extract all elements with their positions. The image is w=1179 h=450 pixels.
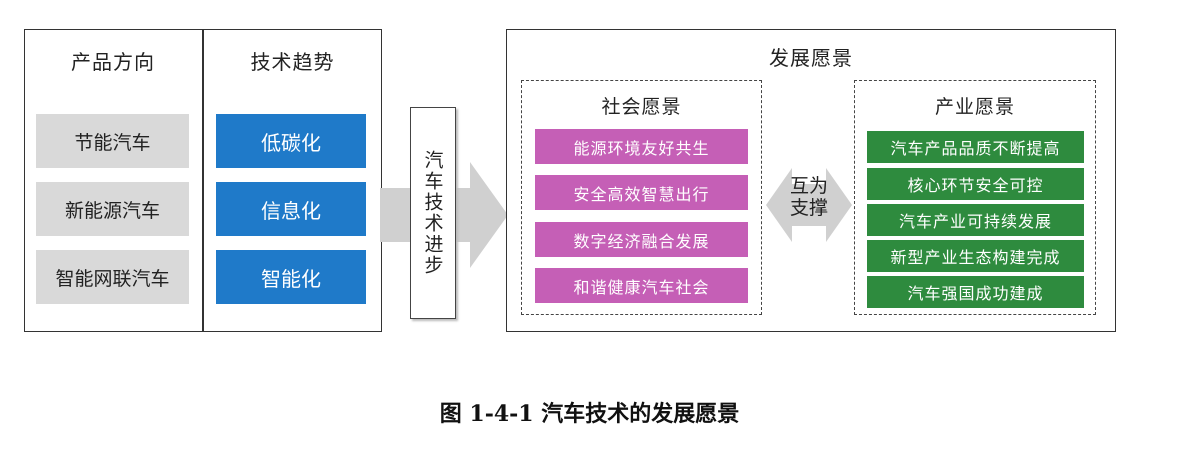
vision-title: 发展愿景 — [769, 46, 853, 70]
social-item-harmonious-society: 和谐健康汽车社会 — [535, 268, 748, 303]
social-item-energy-environment: 能源环境友好共生 — [535, 129, 748, 164]
double-arrow-icon — [766, 168, 852, 242]
social-item-safe-travel: 安全高效智慧出行 — [535, 175, 748, 210]
trend-item-intelligent: 智能化 — [216, 250, 366, 304]
tech-progress-label: 汽车技术进步 — [421, 150, 444, 276]
product-direction-title: 产品方向 — [71, 50, 155, 74]
tech-trend-title: 技术趋势 — [250, 50, 335, 74]
tech-progress-box — [410, 107, 456, 319]
industry-item-quality: 汽车产品品质不断提高 — [867, 131, 1084, 163]
left-panel-divider — [202, 29, 204, 332]
mutual-support-label: 互为支撑 — [764, 175, 854, 219]
social-item-digital-economy: 数字经济融合发展 — [535, 222, 748, 257]
product-item-energy-saving: 节能汽车 — [36, 114, 189, 168]
figure-caption: 图 1-4-1 汽车技术的发展愿景 — [439, 401, 740, 427]
trend-item-low-carbon: 低碳化 — [216, 114, 366, 168]
industry-item-powerful-nation: 汽车强国成功建成 — [867, 276, 1084, 308]
industry-item-core-control: 核心环节安全可控 — [867, 168, 1084, 200]
industry-item-ecosystem: 新型产业生态构建完成 — [867, 240, 1084, 272]
product-item-new-energy: 新能源汽车 — [36, 182, 189, 236]
social-vision-title: 社会愿景 — [601, 96, 682, 118]
industry-vision-title: 产业愿景 — [934, 96, 1015, 118]
product-item-intelligent-connected: 智能网联汽车 — [36, 250, 189, 304]
industry-item-sustainable: 汽车产业可持续发展 — [867, 204, 1084, 236]
mutual-support-text: 互为支撑 — [789, 175, 828, 219]
trend-item-information: 信息化 — [216, 182, 366, 236]
